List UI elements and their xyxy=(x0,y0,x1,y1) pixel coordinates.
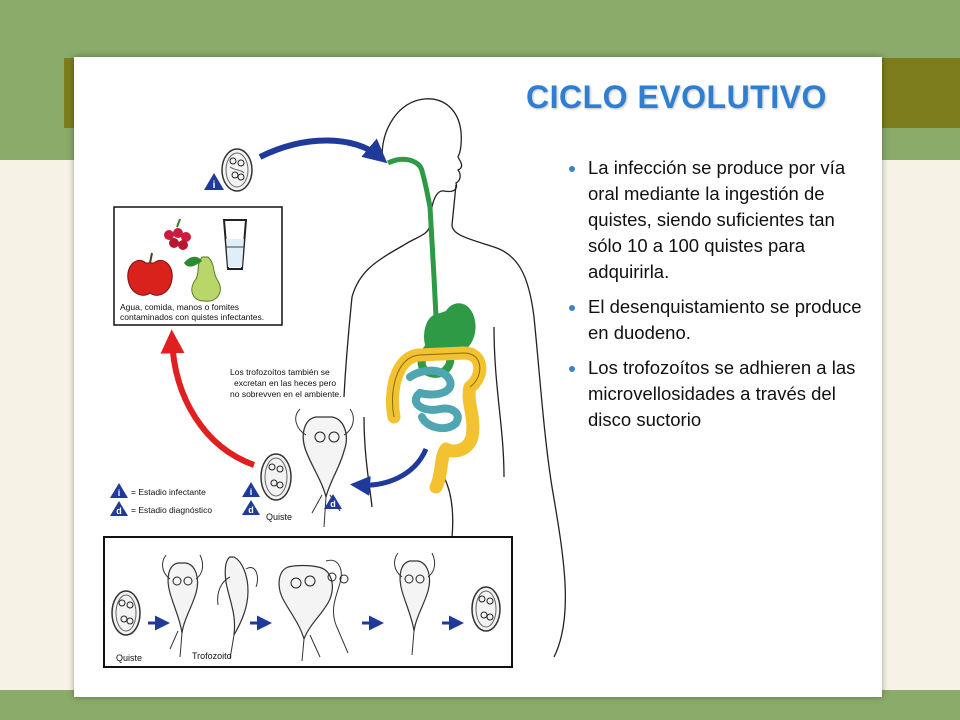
bullet-text: El desenquistamiento se produce en duode… xyxy=(588,296,862,343)
infective-stage-icon-mid: i xyxy=(242,482,260,497)
pear-icon xyxy=(184,256,221,302)
bullet-item: El desenquistamiento se produce en duode… xyxy=(566,294,872,346)
diagnostic-stage-icon-troph: d xyxy=(324,494,342,509)
bullet-text: La infección se produce por vía oral med… xyxy=(588,157,846,282)
legend-diagnostic: d = Estadio diagnóstico xyxy=(110,501,212,516)
infective-stage-icon-top: i xyxy=(204,173,224,191)
sequence-trophozoite-label: Trofozoito xyxy=(192,651,232,661)
legend-infective: i = Estadio infectante xyxy=(110,483,206,498)
bullet-dot-icon xyxy=(569,166,575,172)
bullet-item: La infección se produce por vía oral med… xyxy=(566,155,872,285)
life-cycle-diagram: i Agua, comida, manos o fomites contamin… xyxy=(103,98,567,668)
sequence-cyst-label: Quiste xyxy=(116,653,142,663)
ingestion-arrow xyxy=(258,137,388,164)
legend-infective-label: = Estadio infectante xyxy=(131,487,206,497)
bullet-text: Los trofozoítos se adhieren a las microv… xyxy=(588,357,856,430)
legend-diagnostic-icon xyxy=(110,501,128,516)
slide-title: CICLO EVOLUTIVO xyxy=(526,79,827,115)
raspberries-icon xyxy=(164,218,191,250)
food-caption-line2: contaminados con quistes infectantes. xyxy=(120,312,264,322)
top-cyst-icon xyxy=(221,148,253,192)
legend-infective-icon xyxy=(110,483,128,498)
trophozoite-note-line1: Los trofozoítos también se xyxy=(230,367,330,377)
food-box xyxy=(113,206,283,326)
excreted-cyst-icon xyxy=(260,453,292,501)
small-intestine xyxy=(406,366,462,433)
svg-text:d: d xyxy=(116,506,122,516)
sequence-cyst-icon xyxy=(111,590,141,636)
slide-panel: i Agua, comida, manos o fomites contamin… xyxy=(74,57,882,697)
stomach xyxy=(424,303,476,355)
sequence-trophozoite-2-icon xyxy=(217,556,259,660)
cyst-label: Quiste xyxy=(266,512,292,522)
bullet-dot-icon xyxy=(569,305,575,311)
colon-outline xyxy=(391,352,481,418)
sequence-dividing-trophozoite-icon xyxy=(278,559,349,662)
svg-text:i: i xyxy=(250,487,253,497)
svg-text:i: i xyxy=(213,180,216,191)
trophozoite-note-line3: no sobrevven en el ambiente. xyxy=(230,389,342,399)
legend-diagnostic-label: = Estadio diagnóstico xyxy=(131,505,212,515)
sequence-trophozoite-1-icon xyxy=(162,554,204,658)
bullet-dot-icon xyxy=(569,366,575,372)
esophagus xyxy=(386,156,439,318)
bullet-item: Los trofozoítos se adhieren a las microv… xyxy=(566,355,872,433)
sequence-final-cyst-icon xyxy=(471,586,501,632)
excreted-trophozoite-icon xyxy=(295,408,354,528)
sequence-trophozoite-3-icon xyxy=(394,552,436,656)
diagnostic-stage-icon-mid: d xyxy=(242,500,260,515)
svg-text:d: d xyxy=(330,499,336,509)
trophozoite-note-line2: excretan en las heces pero xyxy=(234,378,336,388)
svg-text:d: d xyxy=(248,505,254,515)
bullet-list: La infección se produce por vía oral med… xyxy=(566,155,872,442)
excretion-arrow xyxy=(350,447,429,496)
food-caption-line1: Agua, comida, manos o fomites xyxy=(120,302,239,312)
svg-text:i: i xyxy=(118,488,121,498)
contamination-arrow xyxy=(160,329,256,468)
glass-of-water-icon xyxy=(222,219,248,270)
apple-icon xyxy=(127,252,173,296)
